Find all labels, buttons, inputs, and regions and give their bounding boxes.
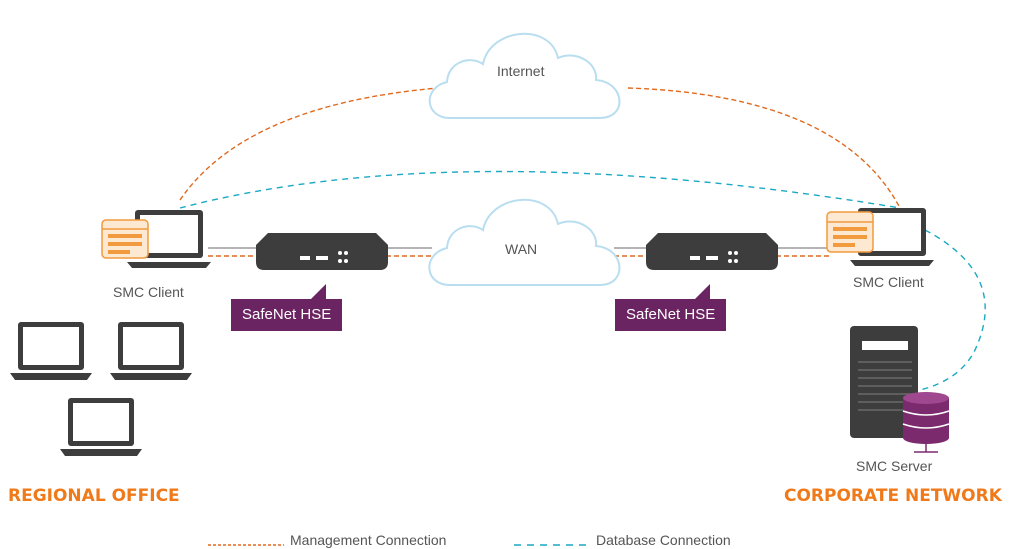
management-console-icon-left	[101, 219, 149, 259]
wan-cloud	[428, 199, 621, 286]
smc-client-right-label: SMC Client	[853, 274, 924, 290]
wan-label: WAN	[505, 241, 538, 257]
hse-appliance-right	[646, 233, 778, 270]
management-console-icon-right	[826, 211, 874, 253]
regional-office-title: REGIONAL OFFICE	[8, 486, 180, 506]
regional-laptop-1	[10, 322, 92, 380]
smc-server-label: SMC Server	[856, 458, 933, 474]
regional-laptop-3	[60, 398, 142, 456]
smc-client-left-label: SMC Client	[113, 284, 184, 300]
smc-client-left-laptop	[127, 210, 211, 268]
database-connection-lines	[179, 170, 986, 391]
hse-tag-right: SafeNet HSE	[615, 284, 727, 331]
internet-cloud	[428, 33, 621, 119]
management-connection-lines	[179, 87, 901, 257]
corporate-network-title: CORPORATE NETWORK	[784, 486, 1002, 506]
hse-appliance-left	[256, 233, 388, 270]
legend-database-label: Database Connection	[596, 532, 731, 548]
smc-server-icon	[850, 326, 918, 438]
regional-laptop-2	[110, 322, 192, 380]
database-icon	[902, 392, 950, 453]
hse-tag-left: SafeNet HSE	[231, 284, 343, 331]
internet-label: Internet	[497, 63, 545, 79]
legend-management-label: Management Connection	[290, 532, 447, 548]
